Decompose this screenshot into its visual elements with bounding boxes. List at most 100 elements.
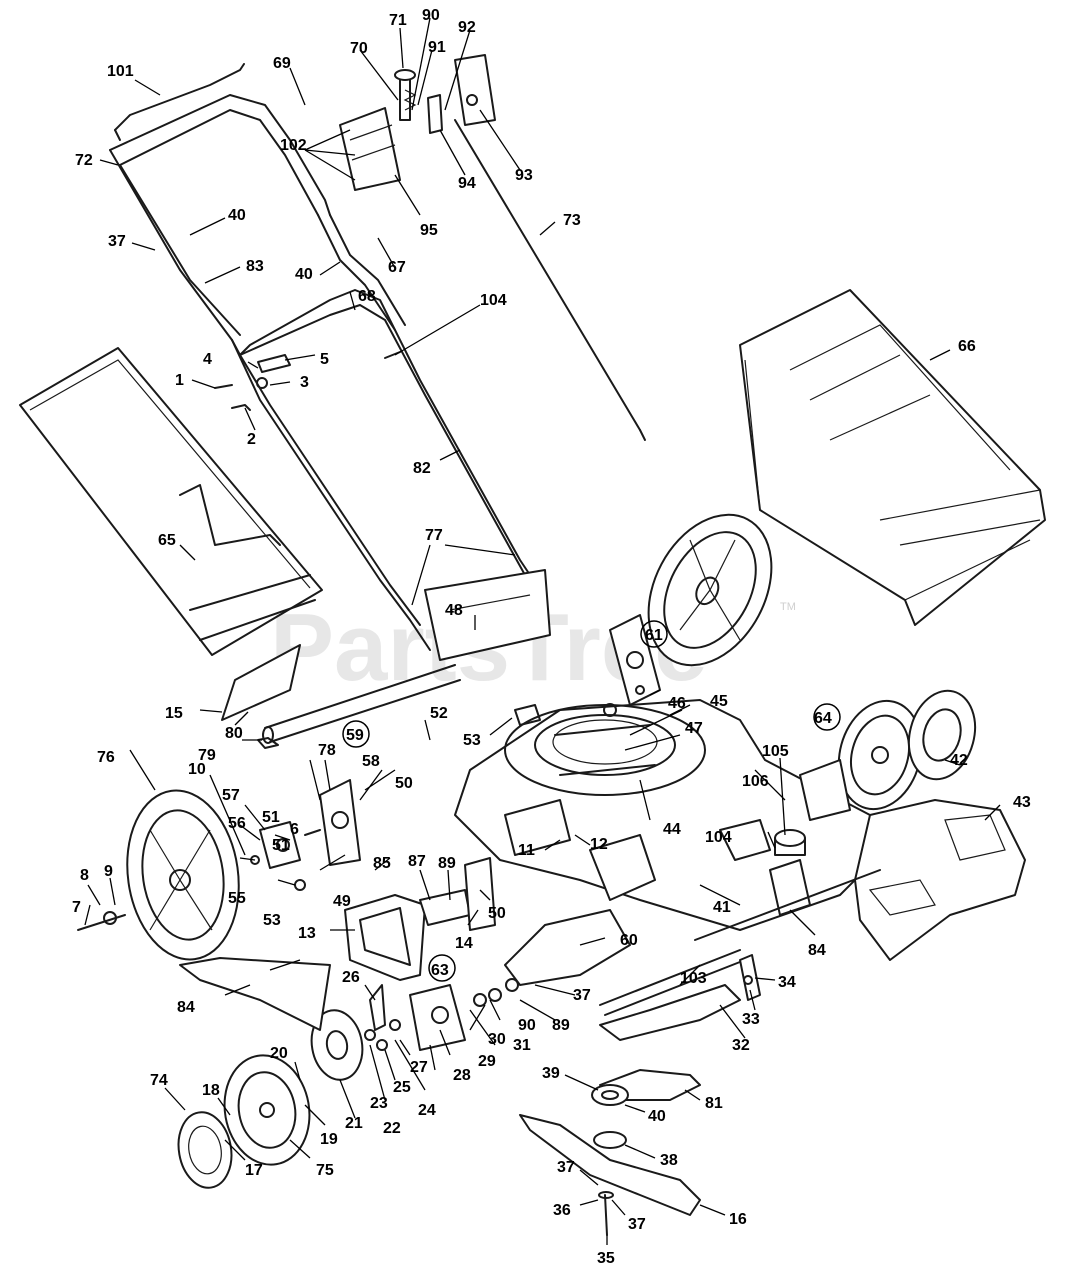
callout-37d: 37 <box>628 1216 646 1233</box>
latch-98 <box>427 94 443 134</box>
callout-100: 101 <box>107 63 134 80</box>
callout-37b: 37 <box>573 987 591 1004</box>
callout-50a: 50 <box>395 775 413 792</box>
callout-46: 46 <box>668 695 686 712</box>
callout-91: 89 <box>438 855 456 872</box>
callout-96: 92 <box>458 19 476 36</box>
wheel-bolt-7-8-9 <box>77 911 126 931</box>
callout-6: 6 <box>290 821 299 838</box>
handle-knob-5 <box>257 354 291 373</box>
rear-deflector-frame <box>19 347 323 656</box>
callout-81: 79 <box>198 747 216 764</box>
callout-37a: 37 <box>108 233 126 250</box>
callout-39: 39 <box>542 1065 560 1082</box>
hubcap-42 <box>907 689 977 781</box>
wheel-bracket-right <box>799 759 851 821</box>
bail-rod-100 <box>114 63 245 141</box>
callout-104: 104 <box>705 829 732 846</box>
callout-71: 69 <box>273 55 291 72</box>
callout-33: 33 <box>742 1011 760 1028</box>
callout-14: 14 <box>455 935 473 952</box>
engine-mount-44-47 <box>554 703 656 776</box>
leader-lines <box>84 17 1001 1245</box>
front-baffle-43 <box>854 799 1026 961</box>
callout-37c: 37 <box>557 1159 575 1176</box>
callout-83: 81 <box>705 1095 723 1112</box>
callout-82: 80 <box>225 725 243 742</box>
callout-73: 71 <box>389 12 407 29</box>
callout-1: 1 <box>175 372 184 389</box>
callout-10: 10 <box>188 761 206 778</box>
callout-3: 3 <box>300 374 309 391</box>
bracket-96-97 <box>454 54 496 126</box>
blade-adapter-38 <box>593 1131 627 1149</box>
callout-13: 13 <box>298 925 316 942</box>
callout-90: 87 <box>408 853 426 870</box>
rear-wheel-left-78 <box>126 789 240 961</box>
callout-63: 59 <box>346 727 364 744</box>
callout-12: 12 <box>590 836 608 853</box>
callout-80: 78 <box>318 742 336 759</box>
callout-84: 82 <box>413 460 431 477</box>
callout-21: 21 <box>345 1115 363 1132</box>
callout-17: 17 <box>245 1162 263 1179</box>
callout-18: 18 <box>202 1082 220 1099</box>
control-knob-73 <box>394 69 416 121</box>
deflector-82 <box>221 644 301 721</box>
callout-35: 35 <box>597 1250 615 1267</box>
callout-26: 26 <box>342 969 360 986</box>
callout-69: 67 <box>388 259 406 276</box>
callout-20: 20 <box>270 1045 288 1062</box>
callout-87: 84 <box>808 942 826 959</box>
lever-26 <box>369 984 386 1031</box>
discharge-chute-61 <box>504 909 631 986</box>
callout-16: 16 <box>729 1211 747 1228</box>
circle-65 <box>428 954 456 982</box>
callout-labels: 101 69 71 90 92 70 91 102 72 93 94 95 73… <box>72 7 1031 1267</box>
bracket-14 <box>464 857 496 931</box>
blade-16 <box>519 1114 701 1216</box>
circle-66 <box>813 703 841 731</box>
callout-15: 15 <box>165 705 183 722</box>
callout-11: 11 <box>518 842 535 859</box>
callout-89: 85 <box>373 855 391 872</box>
callout-92: 89 <box>552 1017 570 1034</box>
wheel-hub-assembly <box>250 779 361 891</box>
callout-19: 19 <box>320 1131 338 1148</box>
blade-bolt-35 <box>598 1191 614 1236</box>
callout-22: 22 <box>383 1120 401 1137</box>
bracket-34 <box>739 954 761 1001</box>
callout-86: 84 <box>177 999 195 1016</box>
circle-63 <box>342 720 370 748</box>
callout-93: 90 <box>518 1017 536 1034</box>
callout-102: 103 <box>680 970 707 987</box>
callout-68: 66 <box>958 338 976 355</box>
upper-handle <box>109 94 406 341</box>
spring-95 <box>403 89 417 111</box>
callout-60: 58 <box>362 753 380 770</box>
circle-64 <box>640 620 668 648</box>
callout-30: 30 <box>488 1031 506 1048</box>
axle-81 <box>257 737 279 749</box>
callout-2: 2 <box>247 431 256 448</box>
callout-106: 106 <box>742 773 769 790</box>
callout-56: 53 <box>263 912 281 929</box>
control-rod-75 <box>454 119 646 441</box>
callout-28: 28 <box>453 1067 471 1084</box>
lower-handle <box>231 289 546 651</box>
callout-94: 90 <box>422 7 440 24</box>
callout-97: 93 <box>515 167 533 184</box>
callout-47: 47 <box>685 720 703 737</box>
callout-61: 60 <box>620 932 638 949</box>
callout-64: 61 <box>645 627 663 644</box>
callout-53: 51 <box>262 809 280 826</box>
callout-77: 75 <box>316 1162 334 1179</box>
callout-29: 29 <box>478 1053 496 1070</box>
callout-67: 65 <box>158 532 176 549</box>
rear-axle-tube-52 <box>262 664 461 744</box>
hinge-90-91 <box>419 889 471 926</box>
drive-shaft-102 <box>599 869 881 1016</box>
callout-36: 36 <box>553 1202 571 1219</box>
callout-76: 74 <box>150 1072 168 1089</box>
